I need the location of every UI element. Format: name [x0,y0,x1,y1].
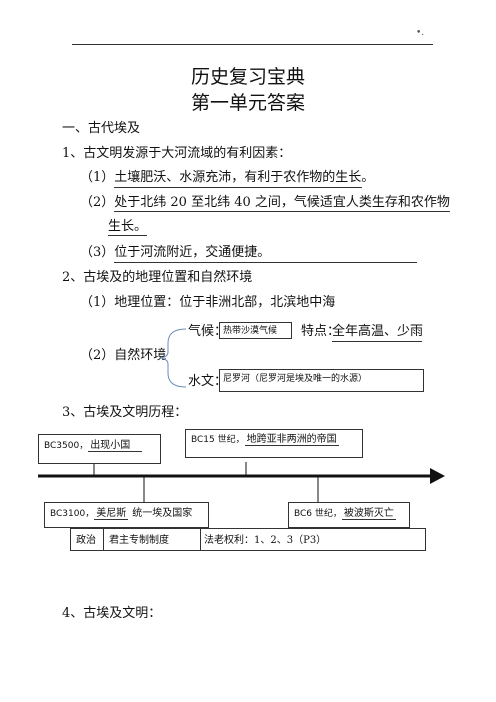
timeline-event: 出现小国 [88,440,143,452]
answer-1-3: （3）位于河流附近，交通便捷。 [80,245,418,263]
location-line: （1）地理位置：位于非洲北部，北滨地中海 [80,295,336,310]
answer-1-2-cont: 生长。 [108,219,148,236]
environment-brace [159,328,187,388]
politics-table [70,528,426,551]
answer-number: （3） [80,245,115,260]
water-box: 尼罗河（尼罗河是埃及唯一的水源） [219,369,424,392]
answer-text: 土壤肥沃、水源充沛，有利于农作物的生长。 [114,170,374,188]
timeline-year: BC3500， [44,441,89,451]
water-label: 水文： [188,374,228,389]
page-title: 历史复习宝典 [190,66,305,88]
timeline-year: BC6 世纪， [294,509,342,519]
climate-box: 热带沙漠气候 [219,322,292,339]
timeline-event: 统一埃及国家 [132,508,193,519]
feature-value: 全年高温、少雨 [332,324,423,342]
answer-number: （1） [80,170,115,185]
timeline-bc3500: BC3500，出现小国 [38,434,161,464]
timeline-bc6: BC6 世纪，被波斯灭亡 [288,502,410,528]
header-rule [72,44,433,45]
answer-1-1: （1）土壤肥沃、水源充沛，有利于农作物的生长。 [80,170,374,188]
question-4: 4、古埃及文明： [62,606,162,621]
feature-text: 全年高温、少雨 [332,324,423,342]
timeline-year: BC3100， [50,509,95,519]
page-subtitle: 第一单元答案 [190,92,305,114]
header-mark: •. [416,28,425,38]
answer-text: 位于河流附近，交通便捷。 [114,245,418,263]
timeline-axis [38,462,445,502]
climate-label: 气候： [188,324,228,339]
timeline-event: 地跨亚非两洲的帝国 [244,434,339,446]
table-cell-politics: 政治 [76,535,96,546]
timeline-event: 被波斯灭亡 [341,508,396,520]
question-1: 1、古文明发源于大河流域的有利因素： [62,146,292,161]
environment-label: （2）自然环境 [80,348,167,363]
table-divider [103,528,104,551]
timeline-bc15: BC15 世纪，地跨亚非两洲的帝国 [185,429,363,458]
timeline-bc3100: BC3100，美尼斯统一埃及国家 [44,502,209,528]
timeline-year: BC15 世纪， [191,435,245,445]
table-cell-pharaoh: 法老权利：1、2、3（P3） [204,535,327,546]
question-3: 3、古埃及文明历程： [62,405,188,420]
answer-1-2: （2）处于北纬 20 至北纬 40 之间，气候适宜人类生存和农作物 [80,195,450,212]
table-cell-system: 君主专制制度 [109,535,169,546]
feature-label: 特点： [301,324,341,339]
section-heading: 一、古代埃及 [62,121,141,136]
answer-text: 生长。 [108,219,148,236]
table-divider [200,528,201,551]
answer-text: 处于北纬 20 至北纬 40 之间，气候适宜人类生存和农作物 [114,195,450,212]
answer-number: （2） [80,195,115,210]
timeline-person: 美尼斯 [94,508,129,520]
question-2: 2、古埃及的地理位置和自然环境 [62,270,253,285]
